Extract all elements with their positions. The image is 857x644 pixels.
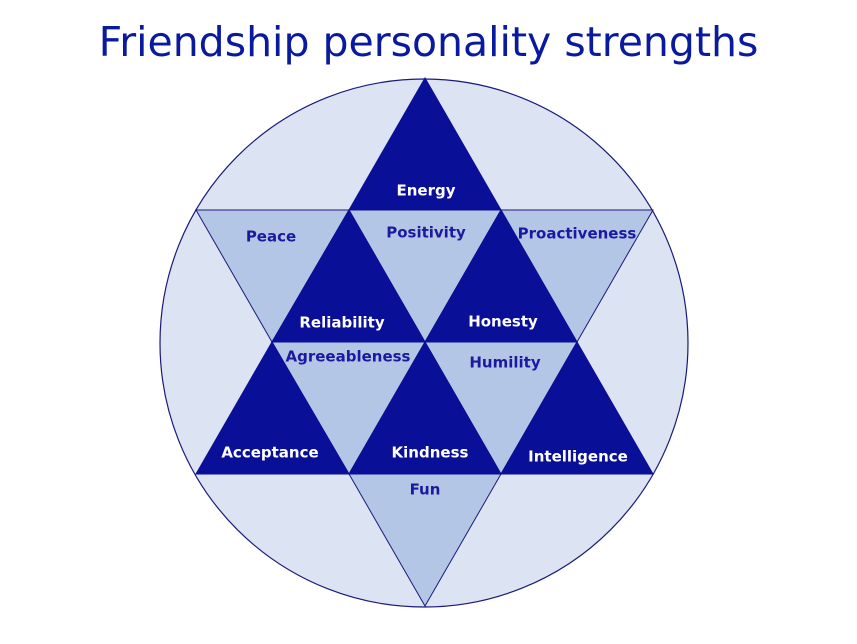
intelligence-triangle	[500, 340, 654, 475]
humility-label: Humility	[469, 354, 540, 372]
reliability-label: Reliability	[299, 314, 384, 332]
acceptance-triangle	[195, 341, 350, 475]
acceptance-label: Acceptance	[221, 444, 318, 462]
reliability-triangle	[271, 209, 426, 343]
kindness-triangle	[348, 340, 502, 475]
honesty-triangle	[424, 208, 578, 343]
energy-triangle	[348, 76, 502, 211]
kindness-label: Kindness	[392, 444, 469, 462]
intelligence-label: Intelligence	[528, 448, 628, 466]
proactiveness-label: Proactiveness	[518, 225, 637, 243]
peace-label: Peace	[246, 228, 296, 246]
positivity-label: Positivity	[386, 224, 466, 242]
fun-label: Fun	[410, 481, 441, 499]
honesty-label: Honesty	[468, 313, 538, 331]
page-title: Friendship personality strengths	[98, 18, 759, 66]
energy-label: Energy	[396, 182, 455, 200]
agreeableness-label: Agreeableness	[286, 348, 411, 366]
